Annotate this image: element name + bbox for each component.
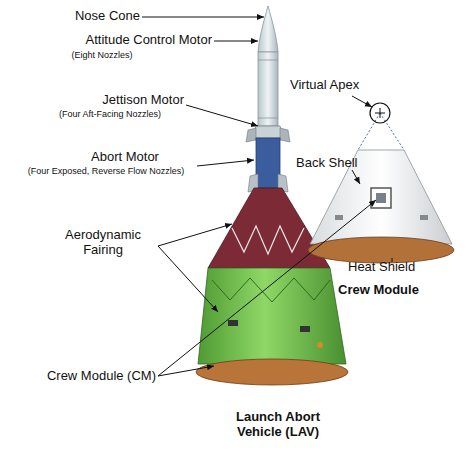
part-label: Jettison Motor — [60, 93, 184, 108]
part-label: (Eight Nozzles) — [52, 50, 152, 60]
part-label: (Four Aft-Facing Nozzles) — [30, 109, 190, 119]
part-label: Crew Module (CM) — [14, 369, 156, 384]
part-label: Back Shell — [296, 156, 386, 171]
part-label: Heat Shield — [348, 260, 448, 275]
part-label: Aerodynamic Fairing — [50, 228, 156, 258]
part-label: (Four Exposed, Reverse Flow Nozzles) — [10, 166, 202, 176]
part-label: Abort Motor — [70, 150, 180, 165]
part-label: Crew Module — [338, 283, 448, 298]
crew-module-illustration — [308, 103, 454, 263]
launch-abort-vehicle — [196, 6, 348, 385]
leader-lines — [142, 17, 392, 376]
part-label: Virtual Apex — [290, 78, 390, 93]
part-label: Launch Abort Vehicle (LAV) — [222, 410, 334, 440]
part-label: Attitude Control Motor — [4, 33, 212, 48]
part-label: Nose Cone — [40, 9, 140, 24]
